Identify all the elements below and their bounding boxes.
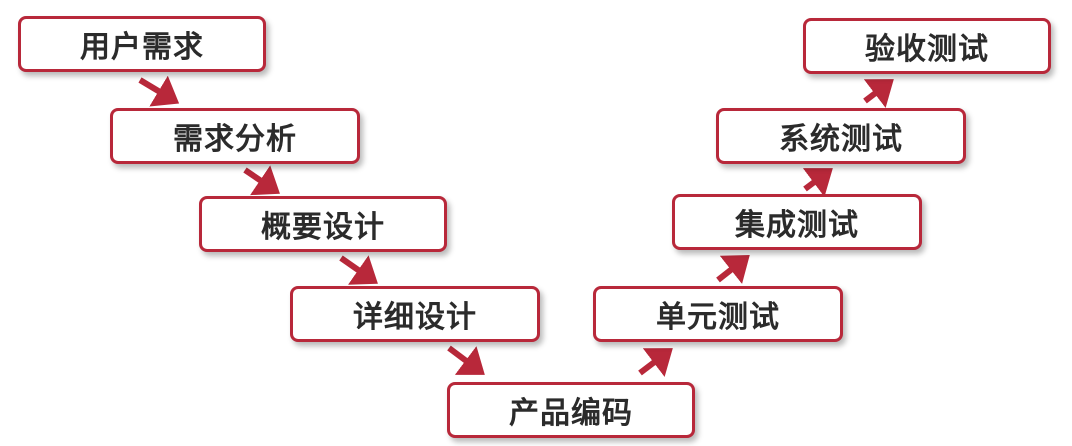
arrow-integration-to-system — [802, 168, 833, 197]
stage-outline-design: 概要设计 — [199, 196, 447, 252]
arrow-unit-to-integration — [716, 255, 750, 285]
arrow-analysis-to-outline — [243, 165, 280, 196]
stage-acceptance-test: 验收测试 — [803, 18, 1051, 74]
stage-integration-test: 集成测试 — [672, 194, 922, 250]
stage-user-requirements: 用户需求 — [18, 16, 266, 72]
stage-detailed-design: 详细设计 — [290, 286, 540, 342]
stage-system-test: 系统测试 — [716, 108, 966, 164]
stage-unit-test: 单元测试 — [593, 286, 843, 342]
arrow-detailed-to-coding — [447, 345, 485, 375]
stage-coding: 产品编码 — [447, 382, 695, 438]
arrow-outline-to-detailed — [339, 255, 378, 285]
arrow-system-to-acceptance — [863, 79, 894, 108]
arrow-user-req-to-analysis — [138, 75, 180, 107]
stage-requirements-analysis: 需求分析 — [110, 108, 360, 164]
arrow-coding-to-unit — [638, 348, 673, 377]
